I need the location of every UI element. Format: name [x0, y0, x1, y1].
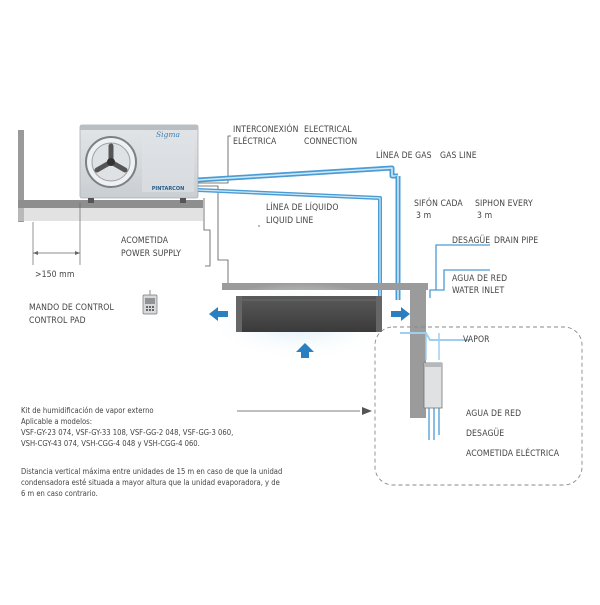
arrow-left-icon — [209, 307, 228, 321]
label-gas-line: GAS LINE — [440, 151, 477, 161]
label-power-supply: POWER SUPPLY — [121, 249, 182, 259]
label-desague-top: DESAGÜE — [452, 236, 491, 246]
label-drain-pipe: DRAIN PIPE — [494, 236, 539, 246]
label-linea-liquido: LÍNEA DE LÍQUIDO — [266, 203, 339, 213]
label-vapor: VAPOR — [463, 335, 490, 345]
label-distance: >150 mm — [35, 270, 75, 280]
label-siphon-3m: 3 m — [477, 211, 493, 221]
refrigerant-pipes — [197, 165, 401, 300]
outdoor-unit: Sigma PINTARCON — [79, 124, 199, 203]
label-sifon-3m: 3 m — [416, 211, 432, 221]
indoor-unit — [236, 296, 382, 332]
control-pad-icon — [142, 290, 158, 315]
clearance-dimension — [32, 203, 81, 265]
label-liquid-line: LIQUID LINE — [266, 216, 314, 226]
humidifier-unit — [423, 362, 443, 409]
label-desague: DESAGÜE — [466, 429, 505, 439]
label-connection: CONNECTION — [304, 137, 358, 147]
pointer-arrow — [237, 407, 372, 415]
outdoor-wall — [18, 130, 203, 222]
label-agua-red-top: AGUA DE RED — [452, 274, 508, 284]
humidifier-zone — [374, 326, 583, 486]
humidifier-lines — [400, 244, 490, 440]
note-kit-line1: Kit de humidificación de vapor externo — [21, 406, 154, 415]
note-kit-line4: VSH-CGY-43 074, VSH-CGG-4 048 y VSH-CGG-… — [21, 439, 200, 448]
airflow-arrows — [209, 307, 410, 358]
label-electrical: ELECTRICAL — [304, 125, 352, 135]
arrow-right-icon — [391, 307, 410, 321]
note-dist-line2: condensadora esté situada a mayor altura… — [21, 478, 280, 487]
label-agua-red: AGUA DE RED — [466, 409, 522, 419]
leader-lines — [198, 135, 260, 290]
label-water-inlet: WATER INLET — [452, 286, 505, 296]
label-control-pad: CONTROL PAD — [29, 316, 86, 326]
note-kit-line3: VSF-GY-23 074, VSF-GY-33 108, VSF-GG-2 0… — [21, 428, 234, 437]
label-siphon-every: SIPHON EVERY — [475, 199, 533, 209]
label-mando: MANDO DE CONTROL — [29, 303, 114, 313]
label-interconexion: INTERCONEXIÓN — [233, 125, 299, 135]
note-kit-line2: Aplicable a modelos: — [21, 417, 93, 426]
maker-logo: PINTARCON — [152, 186, 185, 192]
label-acometida: ACOMETIDA — [121, 236, 169, 246]
label-linea-gas: LÍNEA DE GAS — [376, 151, 432, 161]
label-electrica: ELÉCTRICA — [233, 137, 277, 147]
label-acometida-electrica: ACOMETIDA ELÉCTRICA — [466, 449, 560, 459]
brand-logo: Sigma — [156, 130, 180, 139]
arrow-up-icon — [296, 343, 314, 358]
note-dist-line1: Distancia vertical máxima entre unidades… — [21, 467, 283, 476]
note-dist-line3: 6 m en caso contrario. — [21, 489, 98, 498]
label-sifon-cada: SIFÓN CADA — [414, 199, 463, 209]
